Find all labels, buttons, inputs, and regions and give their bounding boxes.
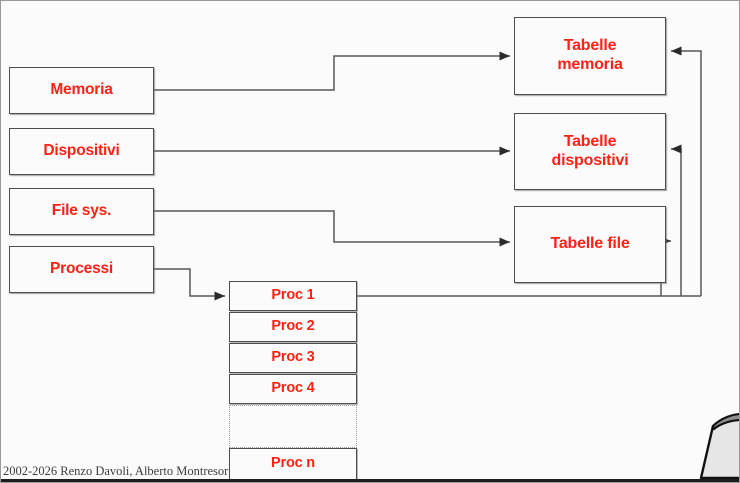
connector-filesys-to-tabelle-file	[154, 210, 510, 247]
connector-bus-to-tabelle-dispositivi	[671, 144, 682, 296]
node-tabelle-memoria[interactable]: Tabelle memoria	[514, 17, 666, 95]
node-file-sys-label: File sys.	[51, 202, 112, 220]
connector-processi-to-proc1	[154, 268, 225, 301]
node-processi-label: Processi	[49, 260, 114, 278]
tabelle-dispositivi-line2: dispositivi	[551, 151, 629, 169]
footer-credit: 2002-2026 Renzo Davoli, Alberto Montreso…	[3, 464, 229, 478]
node-memoria-label: Memoria	[50, 81, 113, 99]
tabelle-memoria-line1: Tabelle	[563, 37, 617, 55]
node-proc-1-label: Proc 1	[271, 287, 315, 304]
proc-stack-ellipsis-gap	[229, 405, 357, 448]
node-dispositivi[interactable]: Dispositivi	[9, 128, 154, 175]
node-tabelle-dispositivi[interactable]: Tabelle dispositivi	[514, 113, 666, 190]
node-proc-n-label: Proc n	[271, 455, 315, 472]
connector-bus-to-tabelle-memoria	[671, 46, 702, 296]
node-proc-1[interactable]: Proc 1	[229, 281, 357, 311]
node-file-sys[interactable]: File sys.	[9, 188, 154, 235]
node-tabelle-dispositivi-label: Tabelle dispositivi	[552, 133, 629, 171]
node-proc-n[interactable]: Proc n	[229, 448, 357, 480]
node-proc-2[interactable]: Proc 2	[229, 312, 357, 342]
node-tabelle-file[interactable]: Tabelle file	[514, 206, 666, 283]
node-tabelle-file-label: Tabelle file	[550, 235, 630, 253]
node-proc-4[interactable]: Proc 4	[229, 374, 357, 404]
node-proc-4-label: Proc 4	[271, 380, 315, 397]
node-proc-2-label: Proc 2	[271, 318, 315, 335]
node-processi[interactable]: Processi	[9, 246, 154, 293]
node-proc-3-label: Proc 3	[271, 349, 315, 366]
node-proc-3[interactable]: Proc 3	[229, 343, 357, 373]
tabelle-memoria-line2: memoria	[557, 56, 623, 73]
node-memoria[interactable]: Memoria	[9, 67, 154, 114]
node-tabelle-memoria-label: Tabelle memoria	[557, 37, 622, 75]
footer-rule	[1, 479, 739, 482]
connector-memoria-to-tabelle-memoria	[154, 51, 510, 91]
node-dispositivi-label: Dispositivi	[43, 142, 120, 160]
tabelle-dispositivi-line1: Tabelle	[563, 132, 617, 150]
